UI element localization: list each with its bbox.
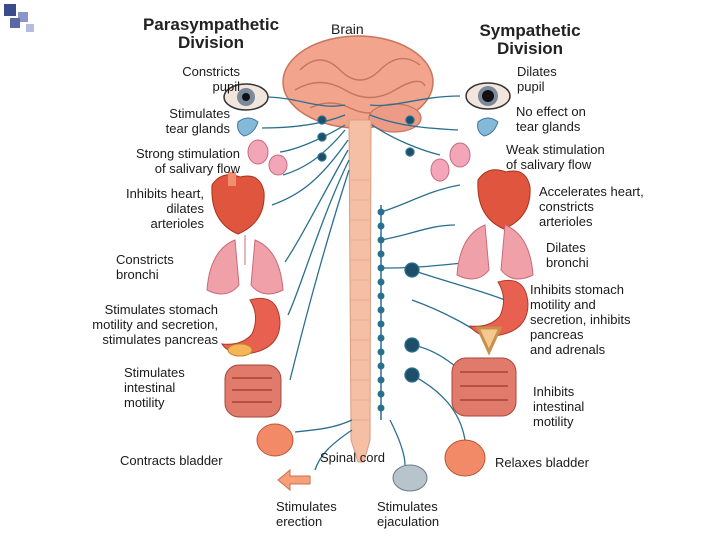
left-salivary-glands: [247, 139, 288, 176]
erection-arrow: [277, 468, 311, 492]
para-stomach-label: Stimulates stomach motility and secretio…: [92, 302, 218, 347]
symp-saliva-label: Weak stimulation of salivary flow: [506, 142, 605, 172]
pancreas-adrenal: [475, 326, 503, 356]
para-heart-label: Inhibits heart, dilates arterioles: [125, 186, 204, 231]
symp-heart-label: Accelerates heart, constricts arterioles: [539, 184, 644, 229]
para-intestine-label: Stimulates intestinal motility: [124, 365, 185, 410]
spinal-cord-label: Spinal cord: [320, 450, 386, 465]
parasympathetic-title: Parasympathetic Division: [142, 15, 280, 52]
left-lungs: [206, 235, 284, 295]
right-lungs: [456, 224, 534, 280]
para-pupil-label: Constricts pupil: [182, 64, 240, 94]
left-bladder: [256, 423, 294, 457]
sympathetic-title: Sympathetic Division: [479, 21, 581, 58]
symp-bladder-label: Relaxes bladder: [495, 455, 589, 470]
right-tear-gland: [477, 117, 499, 137]
symp-stomach-label: Inhibits stomach motility and secretion,…: [530, 282, 631, 357]
right-bladder: [444, 439, 486, 477]
symp-intestine-label: Inhibits intestinal motility: [533, 384, 585, 429]
right-heart: [477, 169, 531, 230]
left-stomach: [221, 297, 281, 357]
para-bladder-label: Contracts bladder: [120, 453, 223, 468]
para-bronchi-label: Constricts bronchi: [116, 252, 174, 282]
brain-label: Brain: [331, 21, 364, 37]
para-tear-label: Stimulates tear glands: [165, 106, 230, 136]
symp-tear-label: No effect on tear glands: [516, 104, 586, 134]
sympathetic-chain: [377, 205, 385, 420]
left-intestines: [224, 364, 282, 418]
parasympathetic-nerves: [261, 96, 353, 471]
slide-corner-squares: [4, 4, 34, 32]
symp-ejaculation-label: Stimulates ejaculation: [377, 499, 440, 529]
spinal-cord-illustration: [348, 119, 372, 463]
right-intestines: [451, 357, 517, 417]
symp-bronchi-label: Dilates bronchi: [546, 240, 589, 270]
para-saliva-label: Strong stimulation of salivary flow: [135, 146, 240, 176]
sympathetic-nerves: [369, 95, 506, 466]
para-erection-label: Stimulates erection: [276, 499, 337, 529]
symp-pupil-label: Dilates pupil: [517, 64, 557, 94]
right-eye: [465, 82, 511, 110]
left-heart: [211, 172, 265, 235]
right-salivary-glands: [430, 142, 471, 182]
testis: [392, 464, 428, 492]
left-tear-gland: [237, 117, 259, 137]
left-eye: [223, 83, 269, 111]
